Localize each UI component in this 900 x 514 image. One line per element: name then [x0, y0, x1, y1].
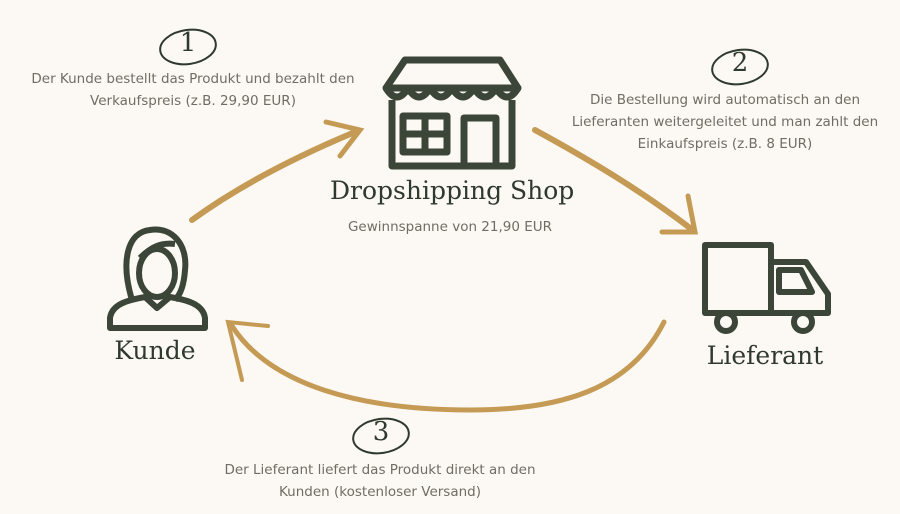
arrow-customer-to-shop-head — [323, 119, 365, 159]
arrow-supplier-to-customer-head — [225, 319, 270, 382]
delivery-truck-icon — [702, 242, 831, 334]
arrow-supplier-to-customer — [229, 319, 667, 413]
supplier-title: Lieferant — [706, 341, 824, 370]
shop-margin: Gewinnspanne von 21,90 EUR — [347, 219, 553, 235]
arrow-customer-to-shop — [189, 129, 358, 223]
arrow-shop-to-supplier-head — [659, 193, 699, 235]
storefront-icon — [382, 56, 522, 170]
step3-circle — [352, 417, 410, 455]
step1-text: Der Kunde bestellt das Produkt und bezah… — [31, 71, 355, 109]
step1-circle — [159, 28, 217, 66]
woman-avatar-icon — [107, 226, 208, 331]
step3-text: Der Lieferant liefert das Produkt direkt… — [224, 462, 536, 500]
step1-number: 1 — [179, 28, 197, 58]
step2-circle — [711, 48, 769, 86]
step2-number: 2 — [731, 48, 749, 78]
shop-title: Dropshipping Shop — [330, 176, 575, 205]
step3-number: 3 — [372, 417, 390, 447]
customer-title: Kunde — [114, 336, 196, 365]
arrow-shop-to-supplier — [532, 127, 693, 231]
step2-text: Die Bestellung wird automatisch an den L… — [571, 92, 879, 152]
